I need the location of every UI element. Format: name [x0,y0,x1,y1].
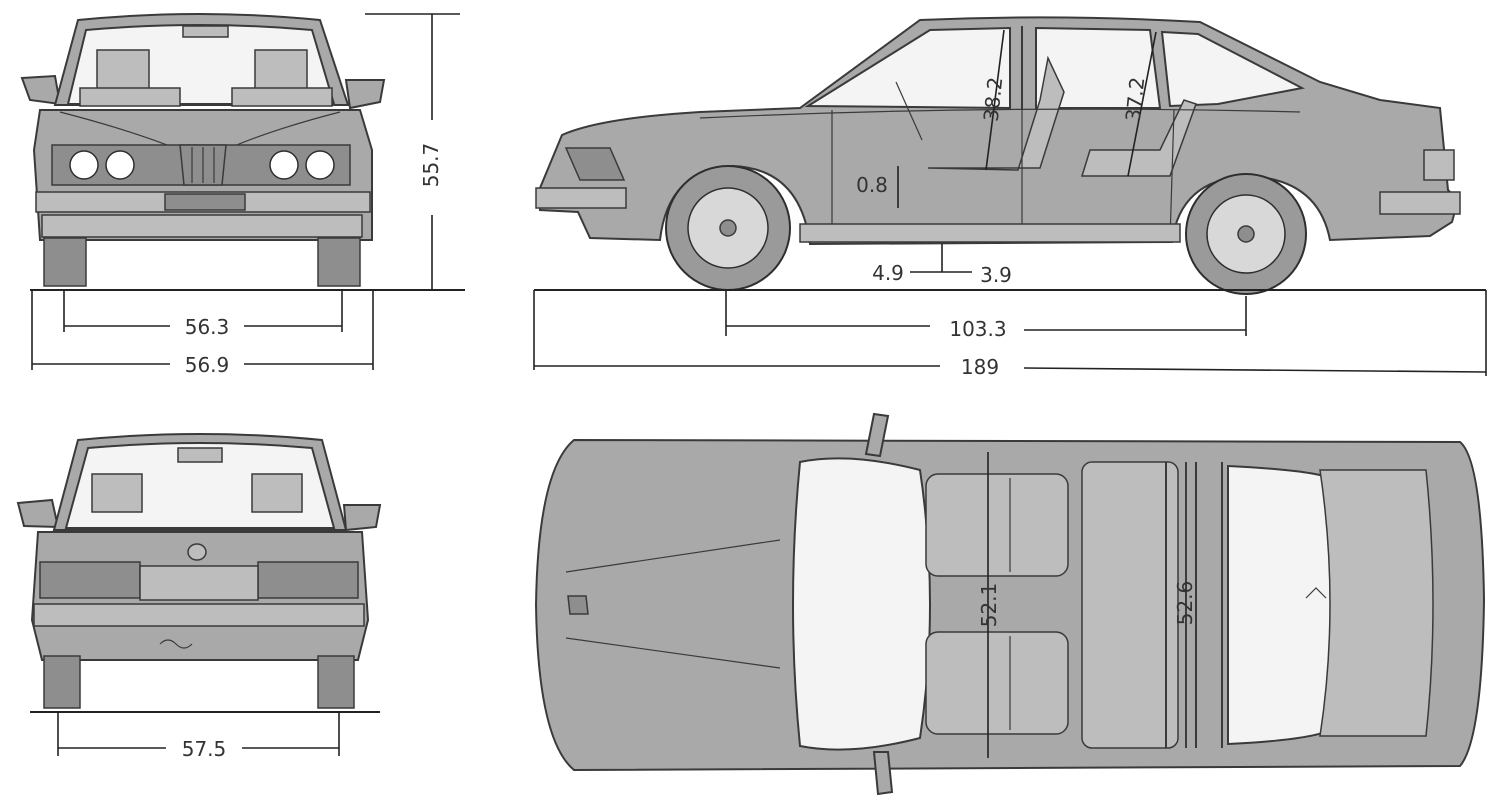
rear-track-label: 57.5 [182,737,227,761]
dashboard-left [79,87,181,107]
side-beltline [699,108,1301,119]
right-taillight [257,561,359,599]
rear-view: 57.5 [16,433,382,761]
rear-right-headrest [251,473,303,513]
front-width-label: 56.9 [185,353,230,377]
rear-left-mirror [16,498,60,529]
top-windshield [792,457,931,751]
side-headlight [564,147,626,181]
rear-right-tire [317,655,355,709]
wheelbase-label: 103.3 [949,317,1006,341]
front-left-tire [43,237,87,287]
side-rear-hubcap [1237,225,1255,243]
kidney-grille-bars [191,147,215,183]
front-view: 55.7 56.3 56.9 [20,13,465,377]
rear-view-mirror [182,25,229,38]
front-height-label: 55.7 [419,143,443,188]
headlight-outer-left [69,150,99,180]
rear-left-headrest [91,473,143,513]
top-rear-bench [1081,461,1179,749]
rear-left-tire [43,655,81,709]
headlight-inner-left [105,150,135,180]
headlight-inner-right [269,150,299,180]
length-dim-right [1023,367,1487,373]
rear-right-mirror [342,504,382,532]
side-front-window [804,26,1011,110]
side-taillight [1423,149,1455,181]
side-rear-bumper [1379,191,1461,215]
rear-plate [139,565,259,601]
headroom-front-dim [985,29,1005,171]
top-view: 52.1 52.6 [534,412,1486,796]
side-front-seat [927,55,1065,171]
top-rear-window [1227,464,1340,746]
front-right-seat [254,49,308,91]
headroom-front-label: 38.2 [979,76,1008,123]
top-front-right-seat [925,631,1069,735]
shoulder-rear-label: 52.6 [1173,581,1197,626]
front-plate [164,193,246,211]
left-taillight [39,561,141,599]
side-view: 38.2 37.2 0.8 4.9 3.9 103.3 189 [533,16,1487,379]
top-trunk-lid [1319,469,1434,737]
exhaust-tips [159,639,193,649]
dashboard-right [231,87,333,107]
headroom-rear-label: 37.2 [1121,76,1150,123]
ground-front-label: 4.9 [872,261,904,285]
front-left-seat [96,49,150,91]
hood-lines [565,539,781,669]
trunk-lock [1305,587,1327,599]
side-front-hubcap [719,219,737,237]
front-track-label: 56.3 [185,315,230,339]
top-right-mirror [872,751,894,796]
length-label: 189 [961,355,999,379]
side-rear-window [1035,26,1162,109]
side-front-bumper [535,187,627,209]
hood-emblem [567,595,589,615]
door-lines [831,109,1175,241]
side-sill [799,223,1181,243]
headroom-rear-dim [1127,31,1157,177]
seat-travel-label: 0.8 [856,173,888,197]
rear-bumper [33,603,365,627]
top-left-mirror [864,412,890,458]
shoulder-front-label: 52.1 [977,583,1001,628]
front-left-mirror [20,74,62,106]
rear-badge [187,543,207,561]
front-right-mirror [344,79,386,110]
ground-rear-label: 3.9 [980,263,1012,287]
top-front-left-seat [925,473,1069,577]
front-right-tire [317,237,361,287]
front-valance [41,214,363,238]
rear-view-mirror-back [177,447,223,463]
headlight-outer-right [305,150,335,180]
c-pillar-lines [1165,462,1223,748]
side-rear-seat [1080,99,1197,177]
side-quarter-window [1160,30,1306,108]
